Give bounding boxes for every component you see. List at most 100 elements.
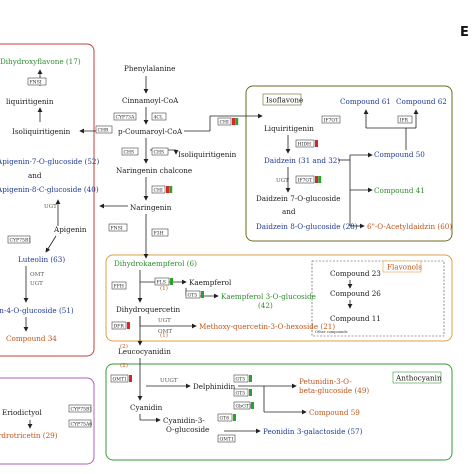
- enzyme-hidh: HIDH: [295, 139, 318, 147]
- bottom-left-panel: [0, 377, 95, 465]
- enzyme-label: IF7GT: [298, 177, 314, 183]
- compound-23: Compound 23: [330, 269, 381, 278]
- expression-chip-green: [170, 278, 173, 285]
- p-coumaroyl-coa: p-Coumaroyl-CoA: [118, 127, 183, 136]
- num-2b: (2): [120, 362, 128, 369]
- left-ugt2: UGT: [30, 281, 43, 287]
- phenylalanine: Phenylalanine: [124, 64, 175, 73]
- enzyme-iftot: IF7OT: [321, 115, 341, 123]
- enzyme-label: IFR: [400, 117, 409, 123]
- enzyme-box: [111, 321, 127, 330]
- enzyme-label: CHS: [124, 149, 135, 155]
- enzyme-cyp73a: CYP73A: [113, 112, 137, 121]
- expression-chip-red: [166, 186, 169, 193]
- compound-41: Compound 41: [374, 186, 425, 195]
- enzyme-label: GT5: [236, 376, 246, 382]
- cyanidin-3-a: Cyanidin-3-: [163, 416, 205, 425]
- enzyme-chr: CHR: [95, 125, 113, 133]
- cinnamoyl-coa: Cinnamoyl-CoA: [122, 96, 179, 105]
- enzyme-chs2: CHS: [151, 147, 169, 155]
- anthocyanin-title-box: [392, 371, 442, 384]
- enzyme-gt5: GT5: [233, 374, 252, 383]
- enzyme-label: FLS: [157, 279, 166, 285]
- enzyme-box: [151, 112, 167, 121]
- enzyme-box: [113, 112, 137, 121]
- enzyme-chi: CHI: [217, 117, 239, 125]
- dihydroxyflavone: Dihydroxyflavone (17): [0, 57, 81, 66]
- enzyme-label: CYP73A: [116, 114, 135, 120]
- enzyme-label: GT5: [236, 390, 246, 396]
- expression-chip-green: [169, 186, 173, 193]
- enzyme-label: HIDH: [298, 141, 312, 147]
- compound-60: 6"-O-Acetyldaidzin (60): [367, 222, 452, 231]
- isoliquiritigenin-left: Isoliquiritigenin: [12, 127, 71, 136]
- enzyme-cyp75a6: CYP75A6: [68, 419, 93, 427]
- expression-chip-red: [315, 140, 318, 147]
- expression-chip-green: [233, 414, 236, 421]
- enzyme-box: [217, 434, 236, 443]
- enzyme-label: CYP75A6: [71, 421, 93, 427]
- enzyme-box: [27, 77, 47, 86]
- enzyme-label: FNSI: [111, 225, 123, 231]
- enzyme-omt1b: OMT1: [217, 434, 236, 443]
- enzyme-box: [7, 235, 31, 244]
- expression-chip-green: [249, 389, 252, 396]
- enzyme-label: GbGT1: [236, 403, 252, 409]
- enzyme-f3h: F3H: [151, 228, 169, 237]
- dihydrotricetin: rdrotricetin (29): [0, 431, 58, 440]
- dihydrokaempferol: Dihydrokaempferol (6): [114, 259, 197, 268]
- enzyme-label: 4CL: [154, 114, 164, 120]
- left-panel: [0, 43, 95, 357]
- left-omt: OMT: [30, 272, 44, 278]
- compound-26: Compound 26: [330, 289, 381, 298]
- peonidin: Peonidin 3-galactoside (57): [263, 427, 363, 436]
- enzyme-iftot2: IF7GT: [295, 175, 322, 184]
- left-ugt: UGT: [44, 204, 57, 210]
- cyanidin: Cyanidin: [130, 403, 163, 412]
- enzyme-label: GT5: [188, 292, 198, 298]
- enzyme-ifr: IFR: [397, 115, 413, 123]
- expression-chip-red: [232, 118, 235, 125]
- corner-label: E: [460, 25, 469, 40]
- enzyme-box: [151, 228, 169, 237]
- enzyme-label: FFH: [114, 283, 124, 289]
- enzyme-box: [185, 290, 201, 299]
- daidzein-8-glucoside: Daidzein 8-O-glucoside (28): [256, 222, 358, 231]
- enzyme-box: [217, 413, 233, 422]
- enzyme-fls: FLS: [154, 277, 173, 285]
- enzyme-label: CHI: [154, 187, 164, 193]
- kaempferol-glucoside: Kaempferol 3-O-glucoside: [221, 292, 316, 301]
- enzyme-gt6: GT6: [217, 413, 236, 422]
- expression-chip-red: [127, 322, 130, 329]
- naringenin: Naringenin: [130, 203, 172, 212]
- enzyme-chi2: CHI: [151, 185, 173, 193]
- enzyme-gt5b: GT5: [233, 388, 252, 396]
- liquiritigenin-left: liquiritigenin: [6, 97, 54, 106]
- enzyme-dfr: DFR: [111, 321, 130, 330]
- enzyme-box: [295, 175, 315, 184]
- enzyme-label: CHS: [154, 149, 165, 155]
- leucocyanidin: Leucocyanidin: [118, 347, 171, 356]
- num-1b: (1): [160, 332, 168, 339]
- enzyme-box: [233, 401, 251, 410]
- expression-chip-red: [129, 375, 132, 382]
- expression-chip-green: [235, 118, 239, 125]
- enzyme-box: [121, 147, 139, 156]
- isoflavone-title-box: [262, 93, 302, 106]
- enzyme-ffh: FFH: [111, 281, 127, 290]
- enzyme-fns: FNSI: [27, 77, 47, 86]
- enzyme-box: [108, 223, 128, 232]
- compound-34: Compound 34: [6, 334, 57, 343]
- apigenin-7-glucoside: Apigenin-7-O-glucoside (52): [0, 157, 99, 166]
- isoflavone-title: Isoflavone: [266, 96, 303, 105]
- enzyme-label: DFR: [114, 323, 125, 329]
- compound-62: Compound 62: [396, 97, 447, 106]
- petunidin-b: beta-glucoside (49): [299, 386, 369, 395]
- enzyme-cyp75b1: CYP75B1: [7, 235, 31, 244]
- enzyme-box: [233, 374, 249, 383]
- anthocyanin-title: Anthocyanin: [395, 374, 442, 383]
- liquiritigenin-iso: Liquiritigenin: [264, 124, 314, 133]
- enzyme-box: [111, 281, 127, 290]
- num-2: (2): [120, 343, 128, 350]
- other-compounds-label: Other compounds: [315, 330, 348, 334]
